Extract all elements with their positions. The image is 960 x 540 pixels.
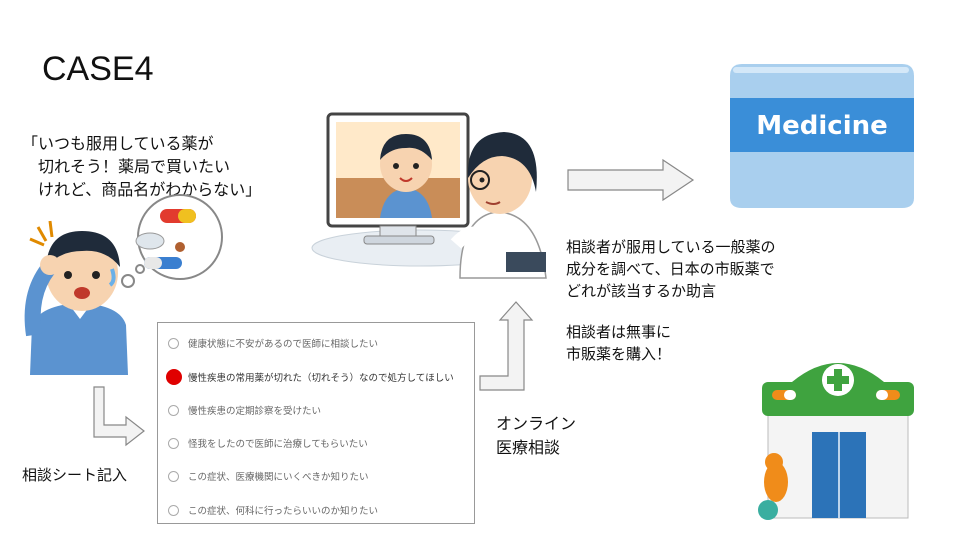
radio-unselected[interactable] bbox=[168, 437, 179, 449]
form-option-3[interactable]: 慢性疾患の定期診察を受けたい bbox=[168, 400, 321, 420]
medicine-label: Medicine bbox=[756, 111, 888, 141]
arrow-to-form bbox=[93, 386, 145, 447]
pharmacy-illustration bbox=[758, 363, 914, 520]
form-caption: 相談シート記入 bbox=[22, 466, 128, 484]
radio-unselected[interactable] bbox=[168, 404, 179, 416]
form-option-6[interactable]: この症状、何科に行ったらいいのか知りたい bbox=[168, 500, 378, 520]
form-option-label: 慢性疾患の定期診察を受けたい bbox=[188, 406, 322, 417]
patient-quote: 「いつも服用している薬が 切れそう！薬局で買いたい けれど、商品名がわからない」 bbox=[22, 134, 262, 199]
radio-unselected[interactable] bbox=[168, 504, 179, 516]
radio-selected[interactable] bbox=[166, 369, 182, 385]
form-option-label: 怪我をしたので医師に治療してもらいたい bbox=[188, 439, 368, 450]
worried-patient-illustration bbox=[24, 194, 223, 375]
form-option-4[interactable]: 怪我をしたので医師に治療してもらいたい bbox=[168, 433, 368, 453]
radio-unselected[interactable] bbox=[168, 470, 179, 482]
arrow-to-medicine bbox=[567, 158, 695, 202]
medicine-box-illustration: Medicine bbox=[730, 64, 914, 208]
form-option-label: この症状、何科に行ったらいいのか知りたい bbox=[188, 506, 379, 517]
online-caption: オンライン 医療相談 bbox=[496, 414, 577, 457]
result-text: 相談者は無事に 市販薬を購入！ bbox=[566, 323, 672, 363]
form-option-label: この症状、医療機関にいくべきか知りたい bbox=[188, 472, 369, 483]
form-option-5[interactable]: この症状、医療機関にいくべきか知りたい bbox=[168, 466, 369, 486]
case-title: CASE4 bbox=[42, 50, 154, 88]
radio-unselected[interactable] bbox=[168, 337, 179, 349]
form-option-2[interactable]: 慢性疾患の常用薬が切れた（切れそう）なので処方してほしい bbox=[166, 367, 454, 387]
form-option-label: 健康状態に不安があるので医師に相談したい bbox=[188, 339, 379, 350]
form-option-label: 慢性疾患の常用薬が切れた（切れそう）なので処方してほしい bbox=[188, 373, 454, 384]
advice-text: 相談者が服用している一般薬の 成分を調べて、日本の市販薬で どれが該当するか助言 bbox=[566, 238, 776, 300]
online-consultation-illustration bbox=[311, 112, 547, 279]
consultation-form: 健康状態に不安があるので医師に相談したい慢性疾患の常用薬が切れた（切れそう）なの… bbox=[157, 322, 475, 524]
arrow-to-online bbox=[479, 301, 534, 391]
form-option-1[interactable]: 健康状態に不安があるので医師に相談したい bbox=[168, 333, 378, 353]
